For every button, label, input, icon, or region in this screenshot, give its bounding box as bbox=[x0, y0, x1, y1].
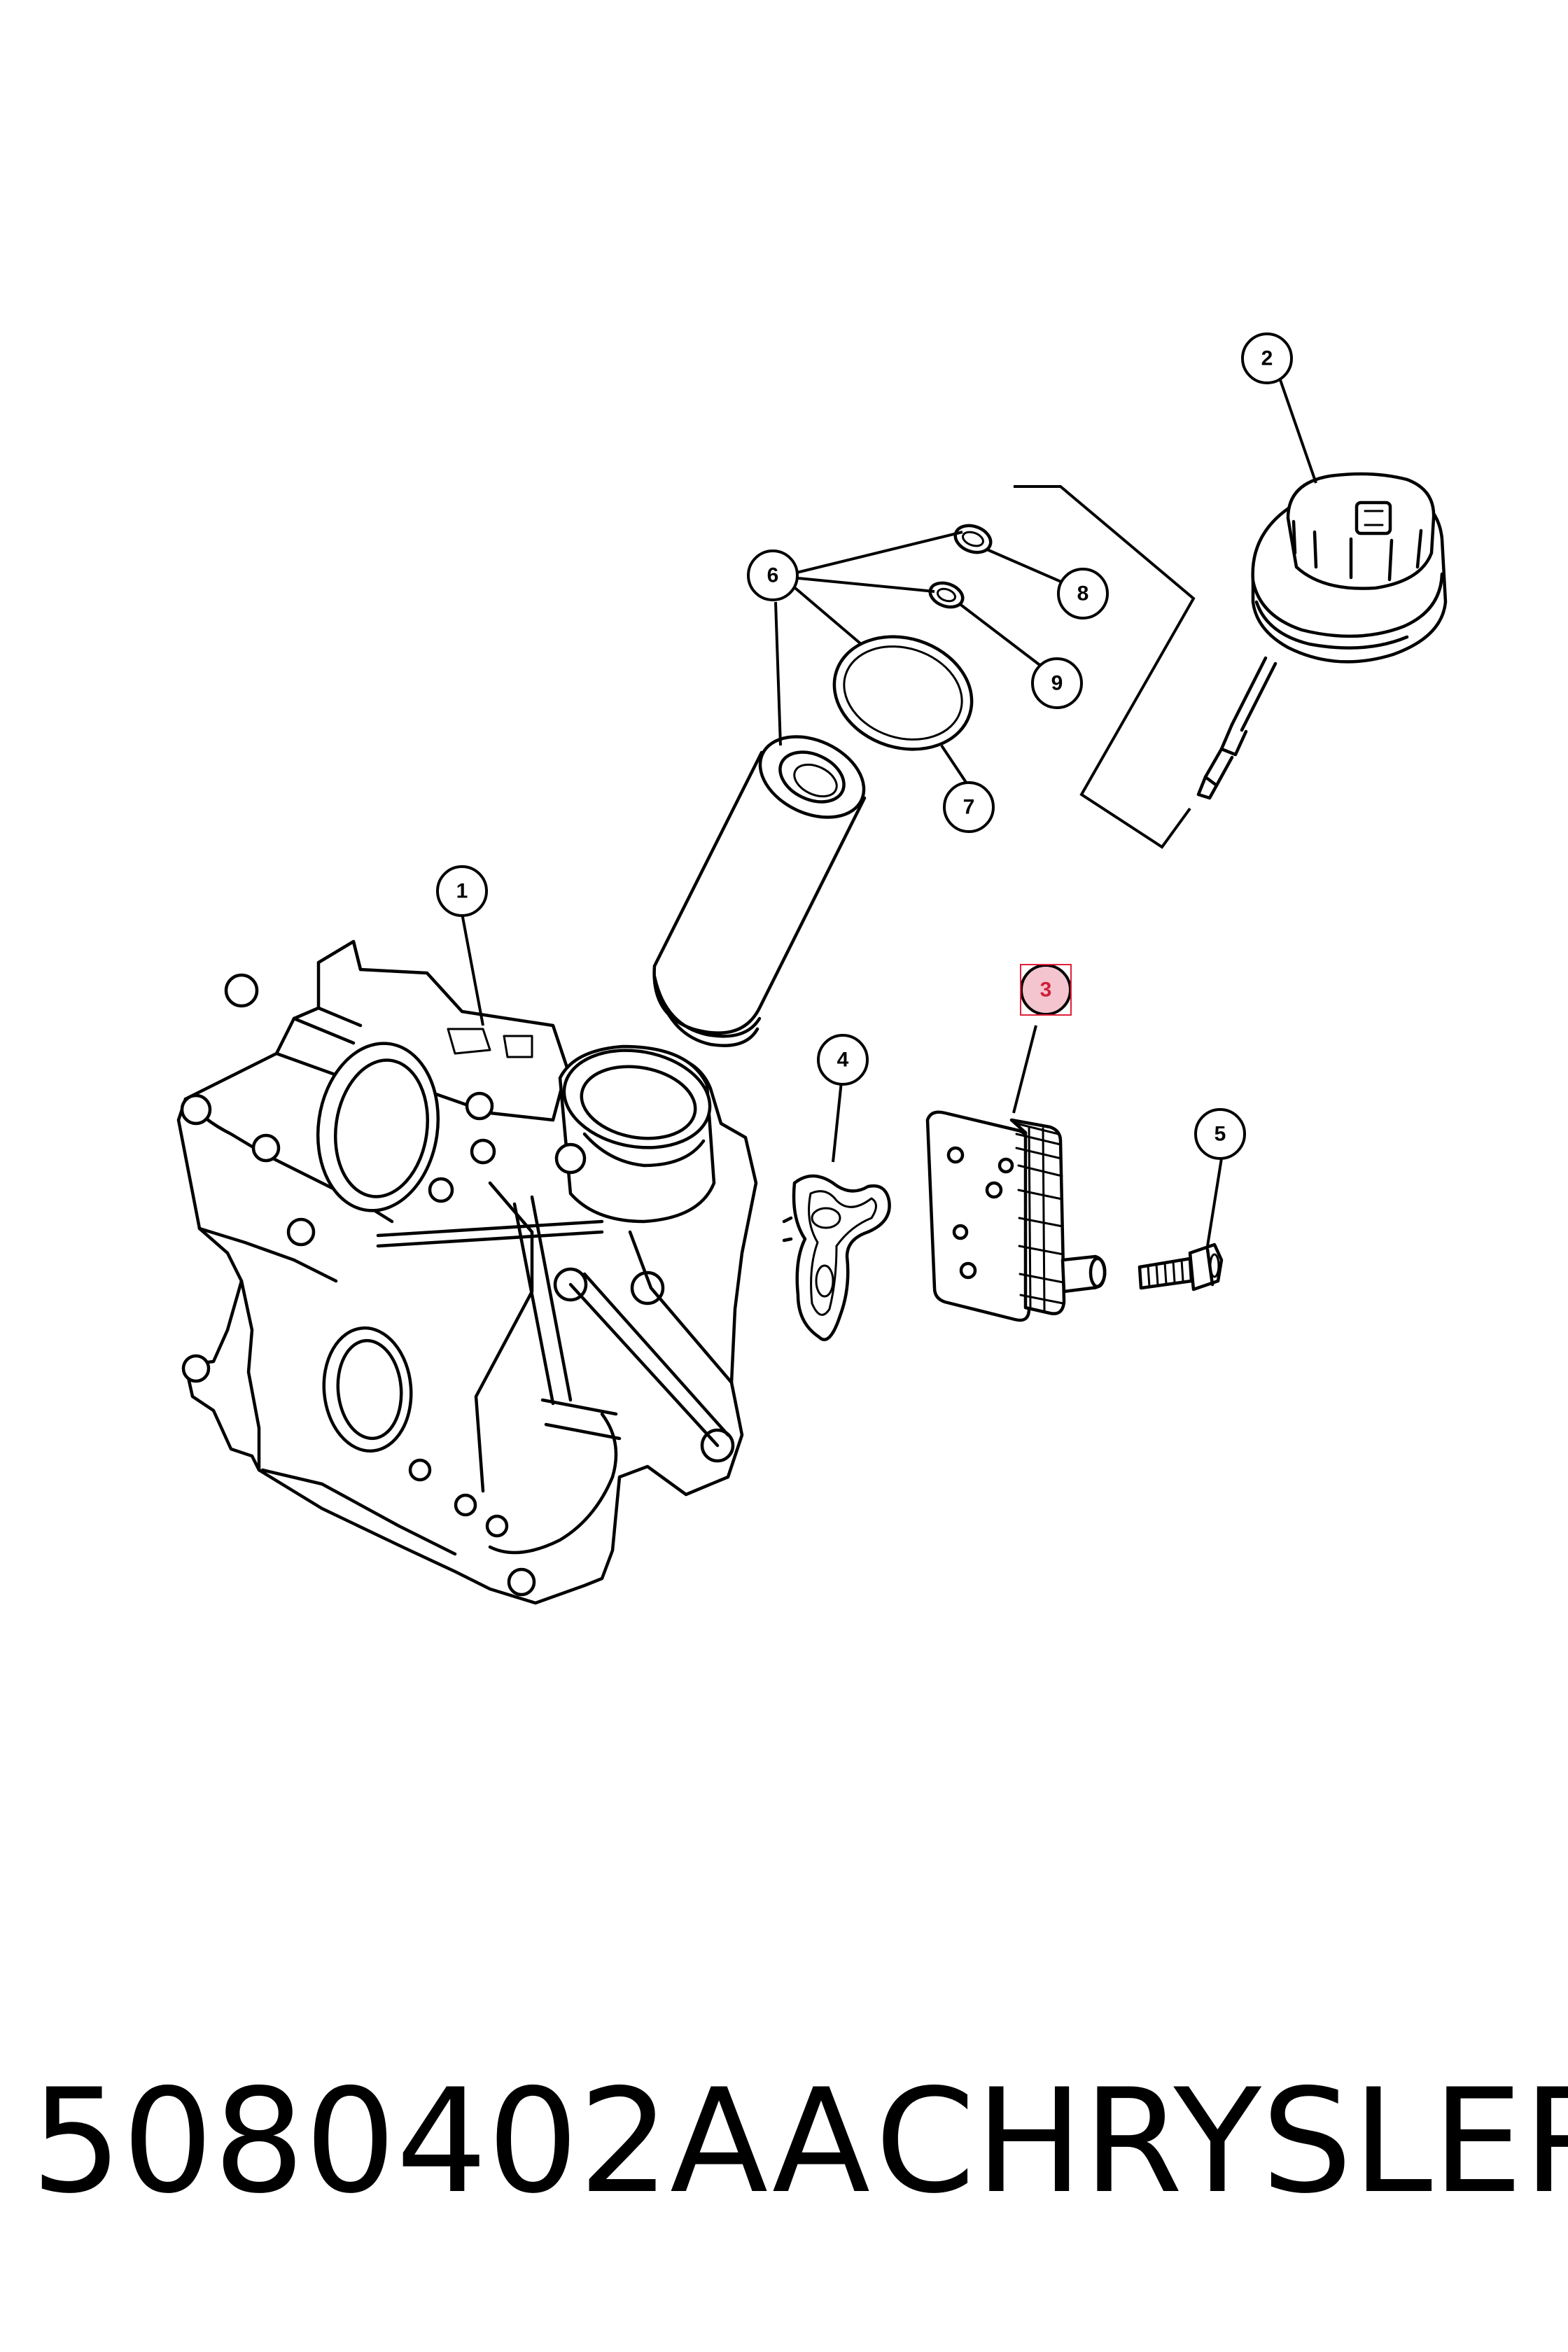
brand-name: CHRYSLER bbox=[875, 2059, 1568, 2225]
timing-cover-housing bbox=[176, 939, 758, 1605]
callout-4-circle bbox=[817, 1034, 869, 1086]
oil-filter-cap bbox=[1196, 472, 1448, 800]
callout-9-circle bbox=[1031, 657, 1083, 709]
callout-6-label: 6 bbox=[767, 564, 779, 587]
callout-1-label: 1 bbox=[456, 880, 468, 903]
o-ring-small-9 bbox=[928, 581, 965, 609]
oil-cooler-gasket bbox=[782, 1174, 891, 1341]
oil-cooler bbox=[925, 1110, 1107, 1322]
callout-5-circle bbox=[1194, 1108, 1246, 1160]
callout-5[interactable]: 5 bbox=[1194, 1108, 1246, 1160]
callout-2-circle bbox=[1241, 332, 1293, 384]
o-ring-small-8 bbox=[953, 524, 993, 554]
callout-3-highlight-box bbox=[1020, 964, 1072, 1016]
callout-4-label: 4 bbox=[837, 1049, 849, 1072]
callout-9-label: 9 bbox=[1051, 672, 1063, 695]
callout-6[interactable]: 6 bbox=[747, 550, 799, 601]
callout-1[interactable]: 1 bbox=[436, 865, 488, 917]
callout-9[interactable]: 9 bbox=[1031, 657, 1083, 709]
callout-8[interactable]: 8 bbox=[1057, 568, 1109, 620]
callout-1-circle bbox=[436, 865, 488, 917]
part-number: 5080402AA bbox=[31, 2059, 871, 2225]
o-ring-large-7 bbox=[832, 635, 974, 751]
callout-3-highlighted[interactable]: 3 bbox=[1020, 964, 1072, 1016]
oil-cooler-bolt bbox=[1138, 1242, 1224, 1292]
leader-lines bbox=[461, 377, 1317, 1247]
oil-filter-element bbox=[652, 735, 867, 1047]
callout-8-label: 8 bbox=[1077, 582, 1089, 606]
callout-8-circle bbox=[1057, 568, 1109, 620]
callout-7[interactable]: 7 bbox=[943, 781, 995, 833]
callout-2[interactable]: 2 bbox=[1241, 332, 1293, 384]
callout-4[interactable]: 4 bbox=[817, 1034, 869, 1086]
callout-6-circle bbox=[747, 550, 799, 601]
callout-3-label: 3 bbox=[1040, 979, 1052, 1002]
callout-7-circle bbox=[943, 781, 995, 833]
callout-7-label: 7 bbox=[963, 796, 975, 819]
callout-2-label: 2 bbox=[1261, 347, 1273, 370]
bracket-line bbox=[1014, 485, 1196, 849]
callout-5-label: 5 bbox=[1214, 1123, 1226, 1146]
